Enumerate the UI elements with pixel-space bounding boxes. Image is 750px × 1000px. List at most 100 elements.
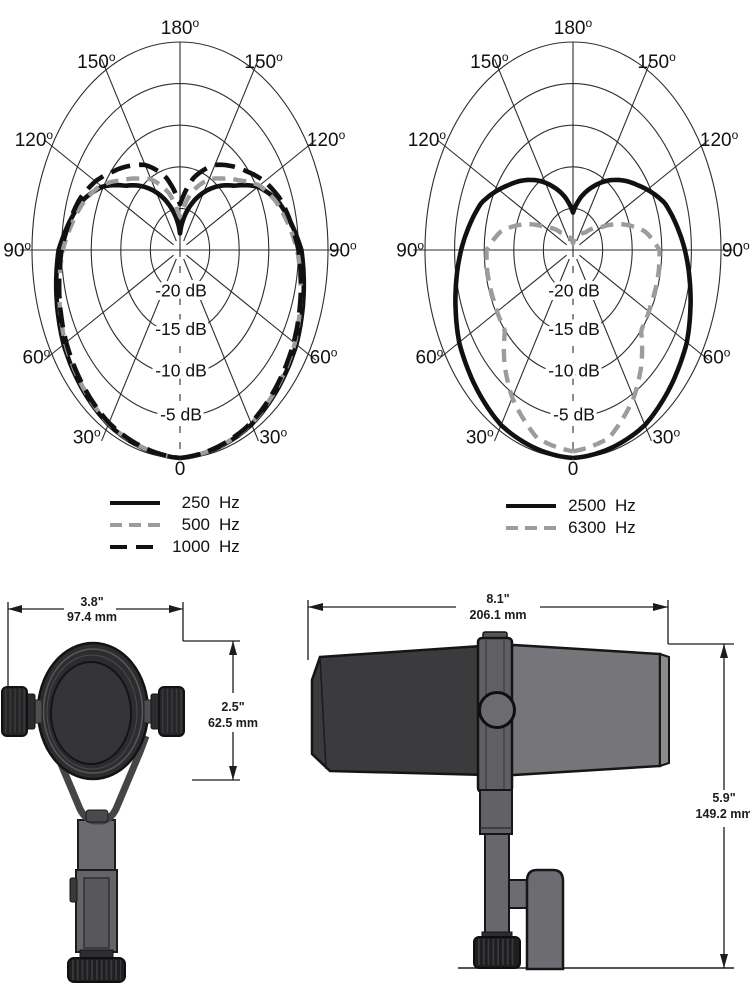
right-yoke-knob [143,686,185,737]
db-label: -20 dB [548,281,600,301]
polar-grid-spoke [183,258,259,442]
legend-line-sample [110,500,160,506]
legend-frequency-value: 1000 [172,537,210,556]
polar-grid-spoke [494,258,570,442]
polar-curve-500hz [57,176,303,461]
pivot-screw [478,691,516,729]
polar-grid-spoke [101,58,177,242]
angle-label: 150o [470,50,509,73]
front-width-inches: 3.8" [80,595,103,609]
legend-line-sample [506,503,556,509]
legend-item-500hz: 500 Hz [110,514,240,536]
front-width-mm: 97.4 mm [67,610,117,624]
angle-label: 180o [554,16,593,39]
column-upper [77,819,116,873]
db-label: -5 dB [553,404,595,424]
front-height-dimension: 2.5" 62.5 mm [182,616,258,781]
arrow-up-icon [720,644,728,658]
side-height-mm: 149.2 mm [696,807,750,821]
arrow-right-icon [653,603,668,611]
db-label: -20 dB [155,281,207,301]
polar-grid-spoke [101,258,177,442]
polar-grid-spoke [43,139,174,246]
angle-label: 150o [77,50,116,73]
angle-label: 90o [329,239,357,262]
angle-label: 180o [161,16,200,39]
db-label: -10 dB [548,361,600,381]
strap-lower [479,789,513,835]
arrow-down-icon [229,766,237,780]
polar-grid-spoke [576,258,652,442]
rear-end-cap [659,652,670,768]
polar-grid-spoke [183,58,259,242]
legend-frequency-unit: Hz [615,496,636,515]
polar-chart-low-frequency: 180o150o150o120o120o90o90o60o60o30o30o0-… [3,16,357,480]
angle-label: 90o [396,239,424,262]
foam-bevel-seam [319,656,327,770]
side-width-dimension: 8.1" 206.1 mm [307,592,669,660]
side-width-inches: 8.1" [486,592,509,606]
side-width-mm: 206.1 mm [470,608,527,622]
stand-column [67,819,126,983]
angle-label: 30o [73,425,101,448]
angle-label: 60o [703,346,731,369]
yoke-base-tab [85,809,109,823]
polar-grid [20,41,340,459]
legend-line-sample [506,525,556,531]
angle-label: 120o [307,128,346,151]
column-latch [69,877,78,903]
legend-frequency-unit: Hz [615,518,636,537]
front-height-inches: 2.5" [221,700,244,714]
arrow-up-icon [229,641,237,655]
front-height-mm: 62.5 mm [208,716,258,730]
polar-grid-spoke [494,58,570,242]
angle-label: 120o [15,128,54,151]
polar-curve-1000hz [56,162,304,461]
angle-label: 0 [175,459,186,480]
side-height-dimension: 5.9" 149.2 mm [667,614,750,968]
legend-frequency-unit: Hz [219,493,240,512]
windscreen-ring-inner [46,654,138,770]
windscreen-face [50,661,132,765]
legend-frequency-value: 250 [181,493,210,512]
left-yoke-knob [1,686,43,737]
db-label: -10 dB [155,361,207,381]
db-label: -5 dB [160,404,202,424]
legend-frequency-unit: Hz [219,537,240,556]
angle-label: 30o [466,425,494,448]
angle-label: 150o [244,50,283,73]
angle-label: 60o [23,346,51,369]
foam-windscreen [310,644,488,777]
angle-label: 90o [3,239,31,262]
stand-assembly [473,789,565,971]
legend-line-sample [110,522,160,528]
legend-frequency-value: 500 [181,515,210,534]
polar-curve-2500hz [453,177,693,461]
bracket-connector [508,879,528,909]
legend-frequency-unit: Hz [219,515,240,534]
db-label: -15 dB [548,319,600,339]
front-width-dimension: 3.8" 97.4 mm [7,595,184,688]
arrow-right-icon [169,605,183,613]
polar-grid-spoke [186,139,317,246]
angle-label: 30o [259,425,287,448]
stand-column [484,833,510,939]
windscreen-ring [42,648,144,774]
column-panel [83,877,110,949]
polar-grid [413,41,733,459]
legend-item-250hz: 250 Hz [110,492,240,514]
angle-label: 150o [637,50,676,73]
angle-label: 90o [722,239,750,262]
yoke-mount [46,734,150,825]
polar-curve-6300hz [484,221,662,454]
angle-label: 30o [652,425,680,448]
arrow-left-icon [308,603,323,611]
legend-item-1000hz: 1000 Hz [110,536,240,558]
angle-label: 120o [408,128,447,151]
polar-chart-high-frequency: 180o150o150o120o120o90o90o60o60o30o30o0-… [396,16,750,480]
microphone-side-view-drawing: 8.1" 206.1 mm 5.9" 149.2 mm [307,592,750,971]
